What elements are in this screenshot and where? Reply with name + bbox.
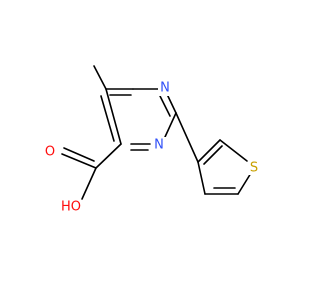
bond-c-o-double: [61, 153, 97, 169]
bond-c4-c5: [105, 88, 122, 145]
molecule-canvas: N N O HO S: [44, 65, 259, 215]
bond-c4-cooh: [95, 143, 122, 169]
bond-c2-thiophene: [175, 112, 199, 163]
bond-th-c5-c1: [197, 161, 206, 195]
bond-th-c2-s: [219, 139, 248, 162]
atom-n3-label: N: [154, 138, 164, 153]
bond-th-c1-c2: [197, 139, 221, 163]
bond-c2-n3: [164, 112, 177, 138]
bond-c-o-double-inner: [63, 147, 95, 162]
atom-n1-label: N: [160, 81, 170, 96]
bond-th-double-1: [203, 145, 223, 165]
atom-s-label: S: [250, 161, 258, 176]
atom-o-carbonyl-label: O: [45, 145, 55, 160]
bond-c-oh: [81, 167, 97, 200]
bond-c4-c5-inner: [100, 95, 115, 142]
bond-th-s-c4: [237, 172, 252, 195]
molecule-structure: N N O HO S: [44, 65, 259, 215]
bond-methyl: [93, 65, 107, 90]
atom-oh-label: HO: [61, 200, 81, 215]
bond-n1-c2-inner: [159, 95, 171, 117]
